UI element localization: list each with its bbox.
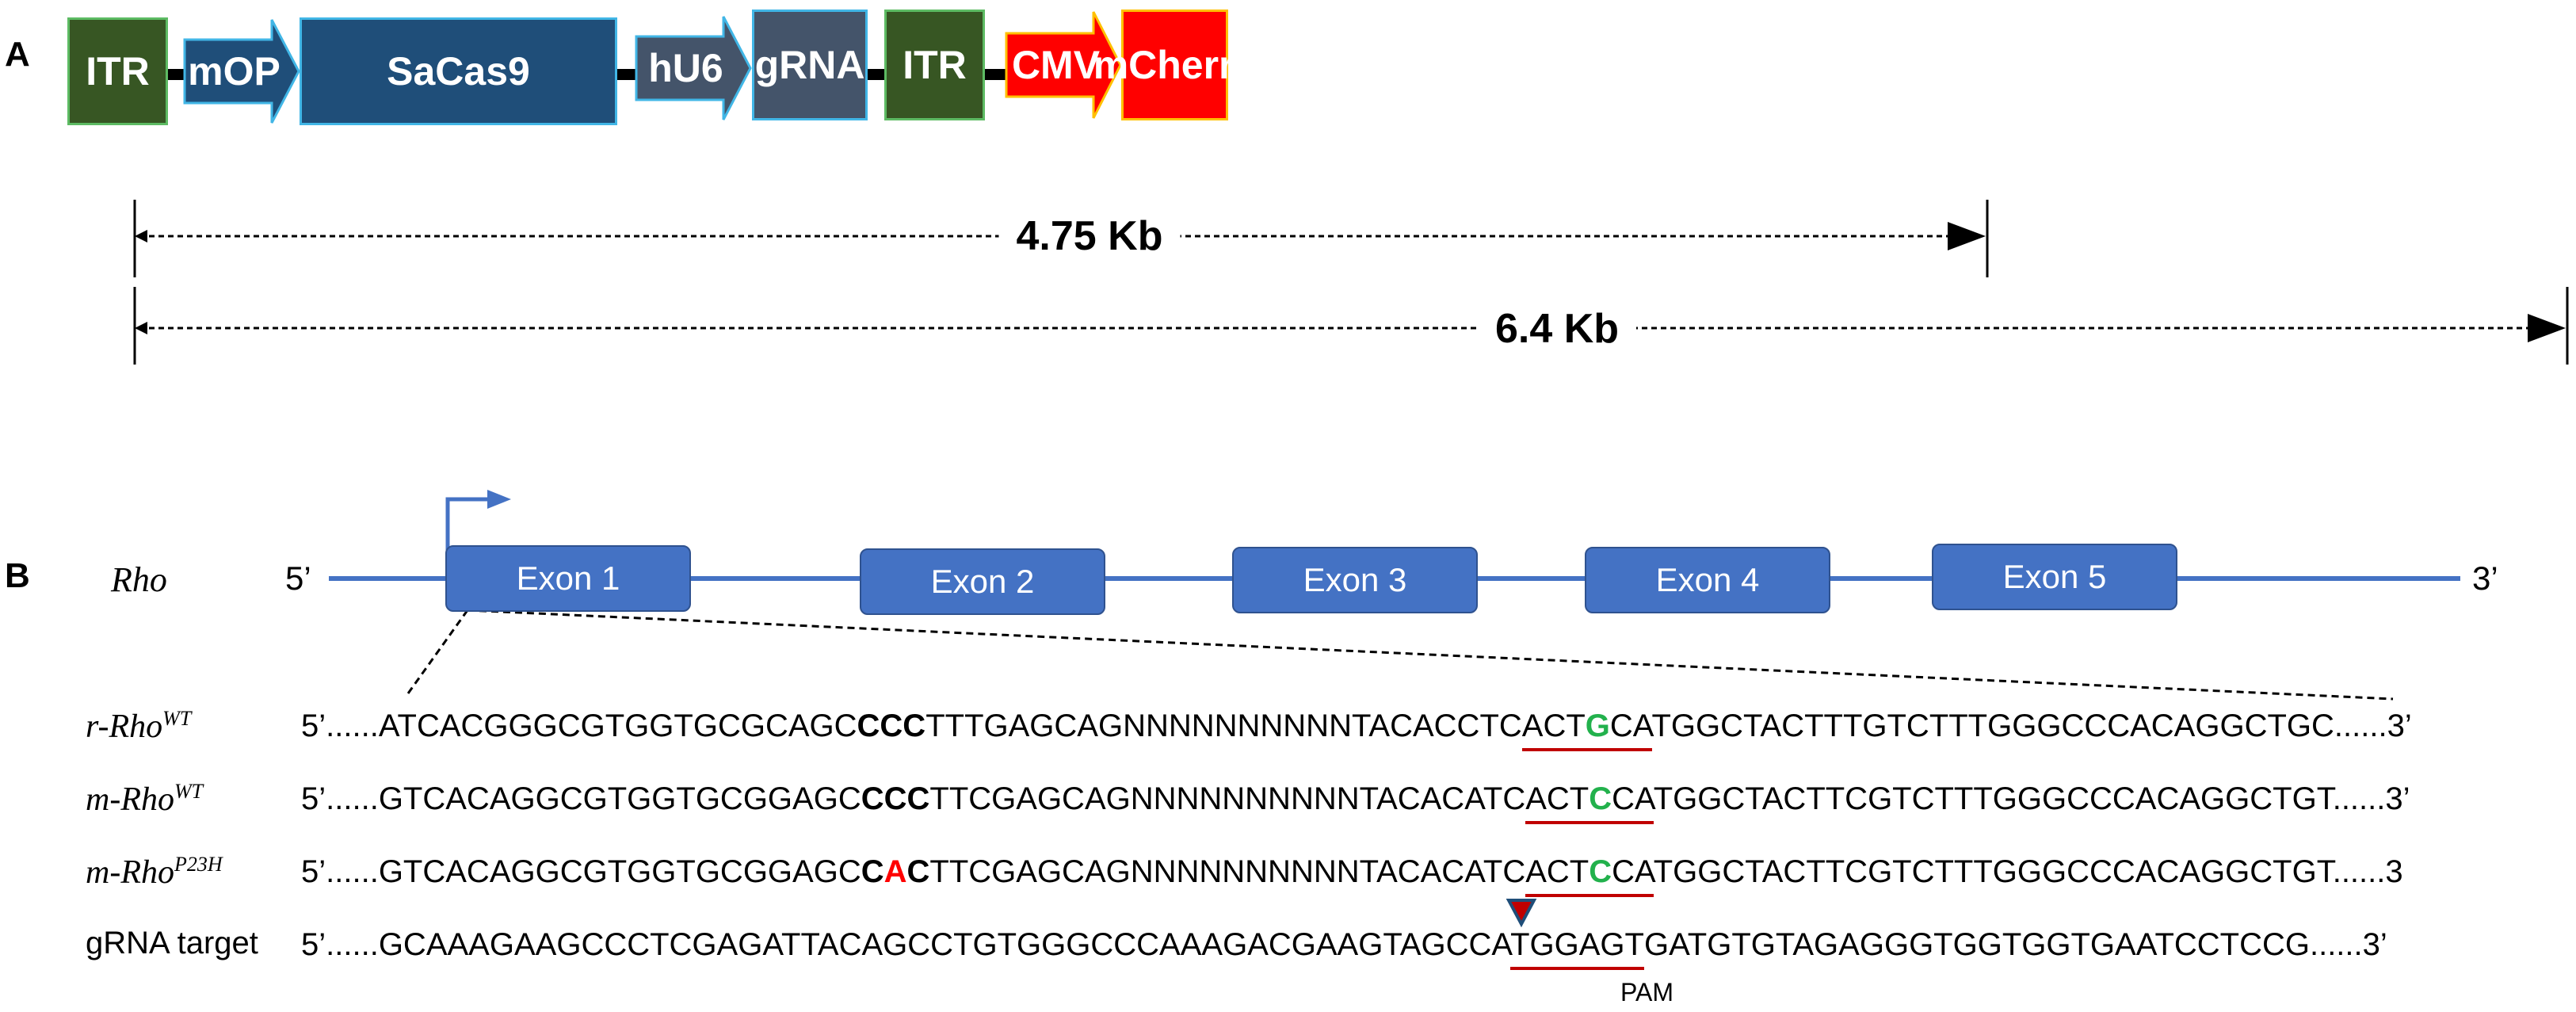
exon-4: Exon 4 [1585, 547, 1830, 613]
connector-line [983, 69, 1007, 80]
cmv-label: CMV [1011, 43, 1101, 87]
sequence-segment: 5’......GTCACAGGCGTGGTGCGGAGC [301, 781, 861, 816]
sequence-segment: CA [1612, 854, 1654, 889]
connector-line [166, 69, 186, 80]
transcription-start-arrow [445, 497, 491, 551]
sequence-name: r-RhoWT [86, 707, 191, 746]
zoom-line-left [406, 609, 469, 694]
cut-site-marker-icon [1506, 899, 1537, 928]
gene-five-prime: 5’ [285, 559, 311, 597]
sequence-segment: TGGAGT [1510, 927, 1644, 962]
sequence-segment: ACT [1521, 708, 1586, 743]
sequence-segment: TTCGAGCAGNNNNNNNNNNTACACATC [929, 854, 1526, 889]
hu6-arrow-shape [635, 16, 752, 120]
size-label-4-75: 4.75 Kb [998, 212, 1181, 260]
itr-box-right: ITR [884, 10, 985, 120]
target-site-underline [1525, 821, 1654, 824]
sacas9-box: SaCas9 [300, 17, 617, 125]
sequence-segment: C [906, 854, 930, 889]
sequence-segment: 5’......GTCACAGGCGTGGTGCGGAGC [301, 854, 861, 889]
sequence-segment: C [1589, 854, 1612, 889]
exon-3: Exon 3 [1232, 547, 1478, 613]
gene-name: Rho [111, 560, 167, 599]
sequence-name-text: gRNA target [86, 926, 258, 960]
mop-arrow-shape [183, 19, 300, 124]
target-site-underline [1510, 967, 1644, 970]
connector-line [866, 69, 886, 80]
itr-box-left: ITR [67, 17, 168, 125]
sacas9-label: SaCas9 [387, 49, 530, 94]
sequence-segment: CA [1612, 781, 1654, 816]
sequence-name-superscript: P23H [174, 853, 223, 876]
panel-b-letter: B [5, 556, 30, 595]
target-site-underline [1521, 748, 1652, 751]
sequence-segment: CA [1609, 708, 1652, 743]
size-label-6-4: 6.4 Kb [1477, 305, 1637, 353]
sequence-segment: CCC [857, 708, 926, 743]
sequence-name: gRNA target [86, 926, 258, 961]
sequence-segment: TGGCTACTTCGTCTTTGGGCCCACAGGCTGT......3’ [1653, 781, 2410, 816]
pam-label: PAM [1620, 978, 1673, 1006]
sequence-segment: TGGCTACTTCGTCTTTGGGCCCACAGGCTGT......3 [1653, 854, 2403, 889]
sequence-name-superscript: WT [162, 707, 192, 730]
sequence-segment: A [883, 854, 907, 889]
sequence-segment: C [861, 854, 884, 889]
sequence-segment: C [1589, 781, 1612, 816]
sequence-segment: GATGTGTAGAGGGTGGTGGTGAATCCTCCG......3’ [1643, 927, 2387, 962]
sequence-segment: G [1585, 708, 1610, 743]
sequence-text: 5’......GTCACAGGCGTGGTGCGGAGCCCCTTCGAGCA… [301, 781, 2410, 817]
grna-label: gRNA [754, 43, 865, 87]
sequence-name-superscript: WT [174, 780, 204, 803]
cmv-arrow-shape [1005, 11, 1122, 119]
gene-three-prime: 3’ [2472, 559, 2498, 597]
hu6-promoter-arrow: hU6 [635, 14, 753, 122]
sequence-segment: ACT [1525, 854, 1589, 889]
sequence-name-text: m-Rho [86, 781, 174, 818]
sequence-segment: ACT [1525, 781, 1589, 816]
sequence-segment: TTCGAGCAGNNNNNNNNNNTACACATC [929, 781, 1526, 816]
sequence-text: 5’......GCAAAGAAGCCCTCGAGATTACAGCCTGTGGG… [301, 927, 2387, 963]
exon-1: Exon 1 [445, 545, 691, 612]
cmv-promoter-arrow: CMV [1005, 10, 1123, 120]
mcherry-label: mCherry [1093, 43, 1257, 87]
itr-label: ITR [86, 49, 150, 94]
zoom-line-right [467, 609, 2394, 701]
sequence-text: 5’......GTCACAGGCGTGGTGCGGAGCCACTTCGAGCA… [301, 854, 2403, 890]
itr-label: ITR [903, 43, 967, 87]
grna-box: gRNA [752, 10, 868, 120]
connector-line [616, 69, 638, 80]
mop-label: mOP [188, 49, 280, 94]
sequence-name-text: m-Rho [86, 854, 174, 891]
sequence-segment: 5’......GCAAAGAAGCCCTCGAGATTACAGCCTGTGGG… [301, 927, 1511, 962]
hu6-label: hU6 [648, 46, 723, 90]
exon-2: Exon 2 [860, 548, 1105, 615]
target-site-underline [1525, 894, 1654, 897]
sequence-segment: TTTGAGCAGNNNNNNNNNNTACACCTC [925, 708, 1522, 743]
sequence-name: m-RhoWT [86, 780, 203, 819]
mcherry-box: mCherry [1093, 10, 1256, 120]
sequence-segment: CCC [861, 781, 930, 816]
panel-a-letter: A [5, 35, 30, 74]
sequence-name-text: r-Rho [86, 708, 163, 745]
mop-promoter-arrow: mOP [183, 17, 301, 125]
sequence-name: m-RhoP23H [86, 853, 223, 892]
sequence-segment: 5’......ATCACGGGCGTGGTGCGCAGC [301, 708, 857, 743]
size-bars [133, 200, 2569, 365]
sequence-text: 5’......ATCACGGGCGTGGTGCGCAGCCCCTTTGAGCA… [301, 708, 2412, 744]
sequence-segment: TGGCTACTTTGTCTTTGGGCCCACAGGCTGC......3’ [1651, 708, 2412, 743]
exon-5: Exon 5 [1932, 544, 2177, 610]
